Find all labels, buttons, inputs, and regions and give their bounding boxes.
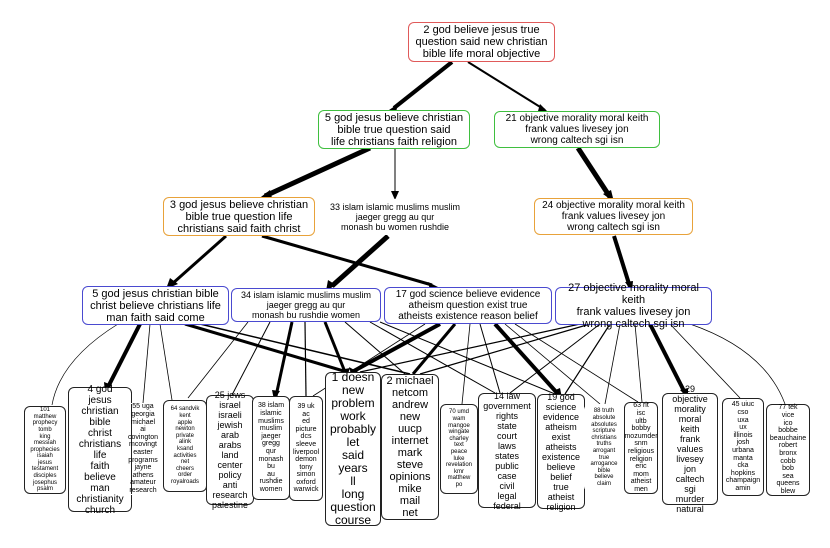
leaf-topic-2-label: 2 michael netcom andrew new uucp interne… <box>386 375 434 519</box>
edge-17-19 <box>493 322 560 396</box>
edge-27-63 <box>634 323 643 403</box>
leaf-topic-19: 19 god science evidence atheism exist at… <box>537 391 585 512</box>
topic-node-34-label: 34 islam islamic muslims muslim jaeger g… <box>240 290 371 320</box>
topic-node-5b: 5 god jesus christian bible christ belie… <box>82 286 229 325</box>
edge-34-2 <box>344 321 406 375</box>
leaf-topic-45: 45 uiuc cso uxa ux illinois josh urbana … <box>722 398 764 496</box>
edge-2-5 <box>392 60 454 110</box>
edge-5b-4 <box>106 323 142 388</box>
edge-17-2 <box>411 323 457 375</box>
topic-node-5-label: 5 god jesus believe christian bible true… <box>324 111 464 148</box>
leaf-topic-101-label: 101 matthew prophecy tomb king messiah p… <box>30 407 60 493</box>
leaf-topic-39-label: 39 uk ac ed picture dcs sleeve liverpool… <box>292 402 320 494</box>
edge-34-14 <box>369 321 496 394</box>
leaf-topic-29-label: 29 objective morality moral keith frank … <box>672 384 708 514</box>
edge-27-45 <box>669 323 741 399</box>
topic-node-17-label: 17 god science believe evidence atheism … <box>395 289 541 322</box>
edge-27-14 <box>509 323 601 394</box>
leaf-topic-29: 29 objective morality moral keith frank … <box>662 384 718 514</box>
leaf-topic-45-label: 45 uiuc cso uxa ux illinois josh urbana … <box>725 401 761 492</box>
leaf-topic-4-label: 4 god jesus christian bible christ chris… <box>76 383 124 516</box>
leaf-topic-39: 39 uk ac ed picture dcs sleeve liverpool… <box>289 396 323 501</box>
edge-27-1 <box>359 323 581 373</box>
leaf-topic-88: 88 truth absolute absolutes scripture ch… <box>584 404 624 492</box>
edge-17-63 <box>514 323 639 403</box>
topic-node-33-label: 33 islam islamic muslims muslim jaeger g… <box>329 202 460 232</box>
leaf-topic-63: 63 rit isc ultb bobby mozumder snm relig… <box>624 402 658 494</box>
topic-node-5: 5 god jesus believe christian bible true… <box>318 110 470 149</box>
topic-node-27-label: 27 objective morality moral keith frank … <box>568 282 699 330</box>
leaf-topic-14-label: 14 law government rights state court law… <box>483 390 531 511</box>
leaf-topic-1: 1 doesn new problem work probably let sa… <box>325 370 381 527</box>
edge-17-70 <box>461 323 471 405</box>
edge-33-34 <box>330 234 390 288</box>
leaf-topic-38: 38 islam islamic muslims muslim jaeger g… <box>252 396 290 500</box>
edge-24-27 <box>612 235 632 288</box>
topic-node-34: 34 islam islamic muslims muslim jaeger g… <box>231 288 381 322</box>
leaf-topic-70: 70 umd wam mangoe wingate charley text p… <box>440 404 478 494</box>
edge-34-64 <box>187 321 249 399</box>
leaf-topic-2b: 2 michael netcom andrew new uucp interne… <box>381 374 439 520</box>
leaf-topic-70-label: 70 umd wam mangoe wingate charley text p… <box>445 409 472 488</box>
topic-node-33: 33 islam islamic muslims muslim jaeger g… <box>320 199 470 235</box>
edge-34-1 <box>323 321 347 373</box>
edge-5-3 <box>263 145 372 199</box>
leaf-topic-55: 55 uga georgia michael ai covington mcov… <box>124 403 162 495</box>
edge-27-77 <box>689 323 786 405</box>
leaf-topic-77-label: 77 tek vice ico bobbe beauchaine robert … <box>769 404 807 495</box>
leaf-topic-4: 4 god jesus christian bible christ chris… <box>68 384 132 516</box>
edge-5b-1 <box>184 322 348 374</box>
arrowhead <box>538 104 548 112</box>
topic-node-17: 17 god science believe evidence atheism … <box>384 287 552 324</box>
leaf-topic-101: 101 matthew prophecy tomb king messiah p… <box>24 406 66 494</box>
leaf-topic-88-label: 88 truth absolute absolutes scripture ch… <box>590 408 618 487</box>
edge-34-39 <box>304 321 307 397</box>
topic-node-2: 2 god believe jesus true question said n… <box>408 22 555 62</box>
topic-node-3-label: 3 god jesus believe christian bible true… <box>169 198 309 235</box>
edge-27-29 <box>648 323 687 394</box>
leaf-topic-64: 64 sandvik kent apple newton private ali… <box>163 400 207 492</box>
edge-3-17 <box>261 234 433 287</box>
topic-node-24: 24 objective morality moral keith frank … <box>534 198 693 235</box>
topic-node-21-label: 21 objective morality moral keith frank … <box>505 113 649 146</box>
leaf-topic-55-label: 55 uga georgia michael ai covington mcov… <box>128 403 158 494</box>
topic-node-24-label: 24 objective morality moral keith frank … <box>542 200 685 233</box>
topic-node-21: 21 objective morality moral keith frank … <box>494 111 660 148</box>
leaf-topic-25-label: 25 jews israel israeli jewish arab arabs… <box>211 390 249 510</box>
edge-17-14 <box>479 323 501 394</box>
edge-5b-64 <box>159 323 173 401</box>
edge-34-38 <box>274 321 294 397</box>
topic-node-5b-label: 5 god jesus christian bible christ belie… <box>90 287 221 324</box>
leaf-topic-19-label: 19 god science evidence atheism exist at… <box>541 391 581 512</box>
leaf-topic-64-label: 64 sandvik kent apple newton private ali… <box>170 406 200 485</box>
edge-27-2 <box>419 323 591 375</box>
leaf-topic-25: 25 jews israel israeli jewish arab arabs… <box>206 390 254 510</box>
leaf-topic-1-label: 1 doesn new problem work probably let sa… <box>329 370 377 527</box>
edge-5b-101 <box>51 323 119 406</box>
leaf-topic-38-label: 38 islam islamic muslims muslim jaeger g… <box>257 402 285 493</box>
edge-21-24 <box>575 146 613 199</box>
edge-5b-55 <box>142 323 151 404</box>
edge-3-5b <box>171 234 227 286</box>
edge-17-1 <box>351 322 441 374</box>
leaf-topic-77: 77 tek vice ico bobbe beauchaine robert … <box>766 404 810 496</box>
edge-2-21 <box>467 61 546 111</box>
topic-node-2-label: 2 god believe jesus true question said n… <box>415 24 548 60</box>
arrowhead <box>391 191 399 200</box>
topic-node-27: 27 objective morality moral keith frank … <box>555 282 712 330</box>
edge-34-25 <box>231 321 271 396</box>
leaf-topic-14: 14 law government rights state court law… <box>478 390 536 511</box>
edge-27-19 <box>564 323 611 395</box>
edge-27-88 <box>604 323 621 405</box>
topic-node-3: 3 god jesus believe christian bible true… <box>163 197 315 236</box>
leaf-topic-63-label: 63 rit isc ultb bobby mozumder snm relig… <box>624 402 658 493</box>
